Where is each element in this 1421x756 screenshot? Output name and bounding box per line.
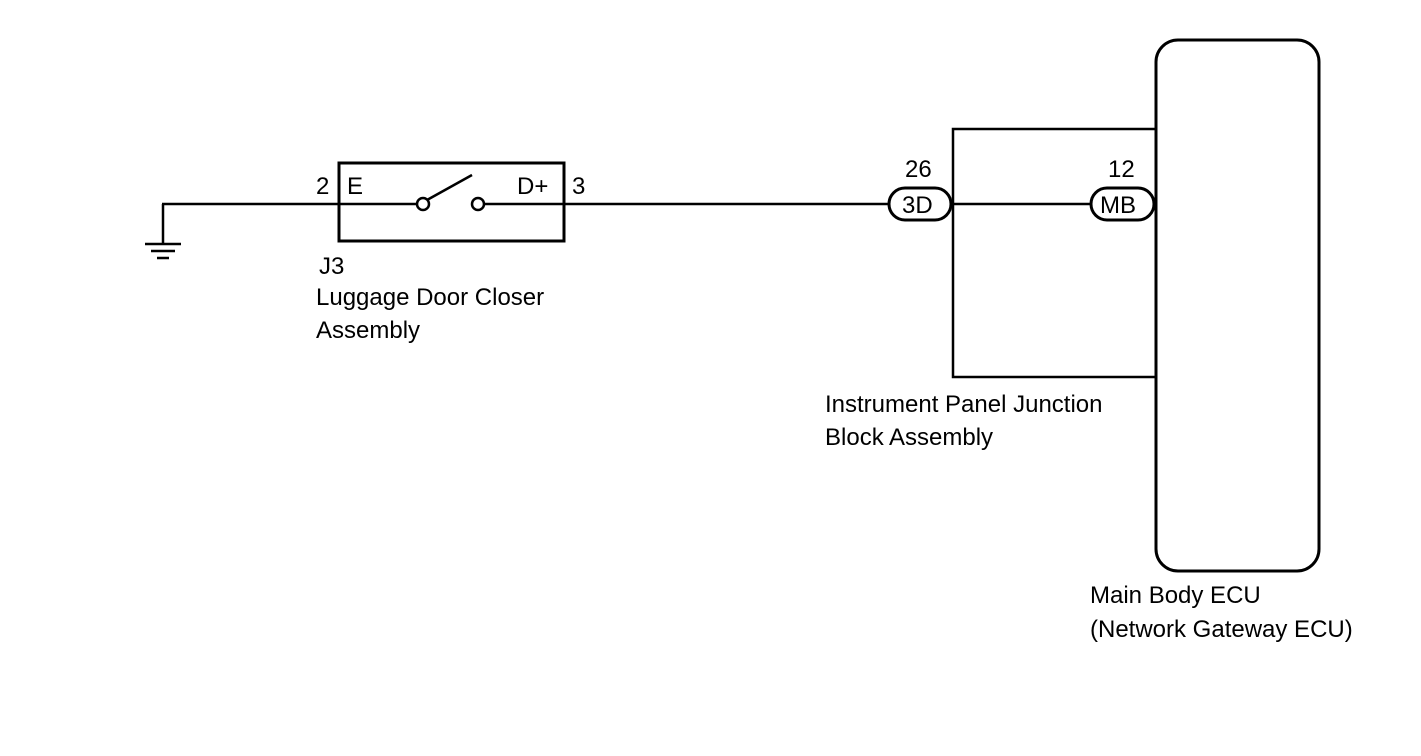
j3-connector-id: J3 (319, 253, 344, 280)
j3-pin-right-name: D+ (517, 173, 548, 200)
j3-pin-right-number: 3 (572, 173, 585, 200)
main-body-ecu: MB 12 Main Body ECU (Network Gateway ECU… (1089, 38, 1353, 643)
connector-mb (1089, 186, 1156, 222)
connector-3d-label: 3D (902, 192, 933, 219)
switch-open-icon (340, 173, 564, 212)
luggage-door-closer-assembly: 2 E D+ 3 J3 Luggage Door Closer Assembly (316, 161, 585, 344)
main-body-ecu-name-line1: Main Body ECU (1090, 582, 1261, 609)
junction-block-name-line1: Instrument Panel Junction (825, 391, 1103, 418)
luggage-door-closer-name-line2: Assembly (316, 317, 420, 344)
main-body-ecu-box (1154, 38, 1321, 573)
luggage-door-closer-name-line1: Luggage Door Closer (316, 284, 544, 311)
main-body-ecu-name-line2: (Network Gateway ECU) (1090, 616, 1353, 643)
luggage-door-closer-box (337, 161, 566, 243)
instrument-panel-junction-block: 3D 26 Instrument Panel Junction Block As… (825, 127, 1159, 451)
connector-mb-pin: 12 (1108, 156, 1135, 183)
j3-pin-left-name: E (347, 173, 363, 200)
junction-block-name-line2: Block Assembly (825, 424, 993, 451)
ground-icon (145, 204, 181, 260)
connector-3d-pin: 26 (905, 156, 932, 183)
connector-mb-label: MB (1100, 192, 1136, 219)
j3-pin-left-number: 2 (316, 173, 329, 200)
